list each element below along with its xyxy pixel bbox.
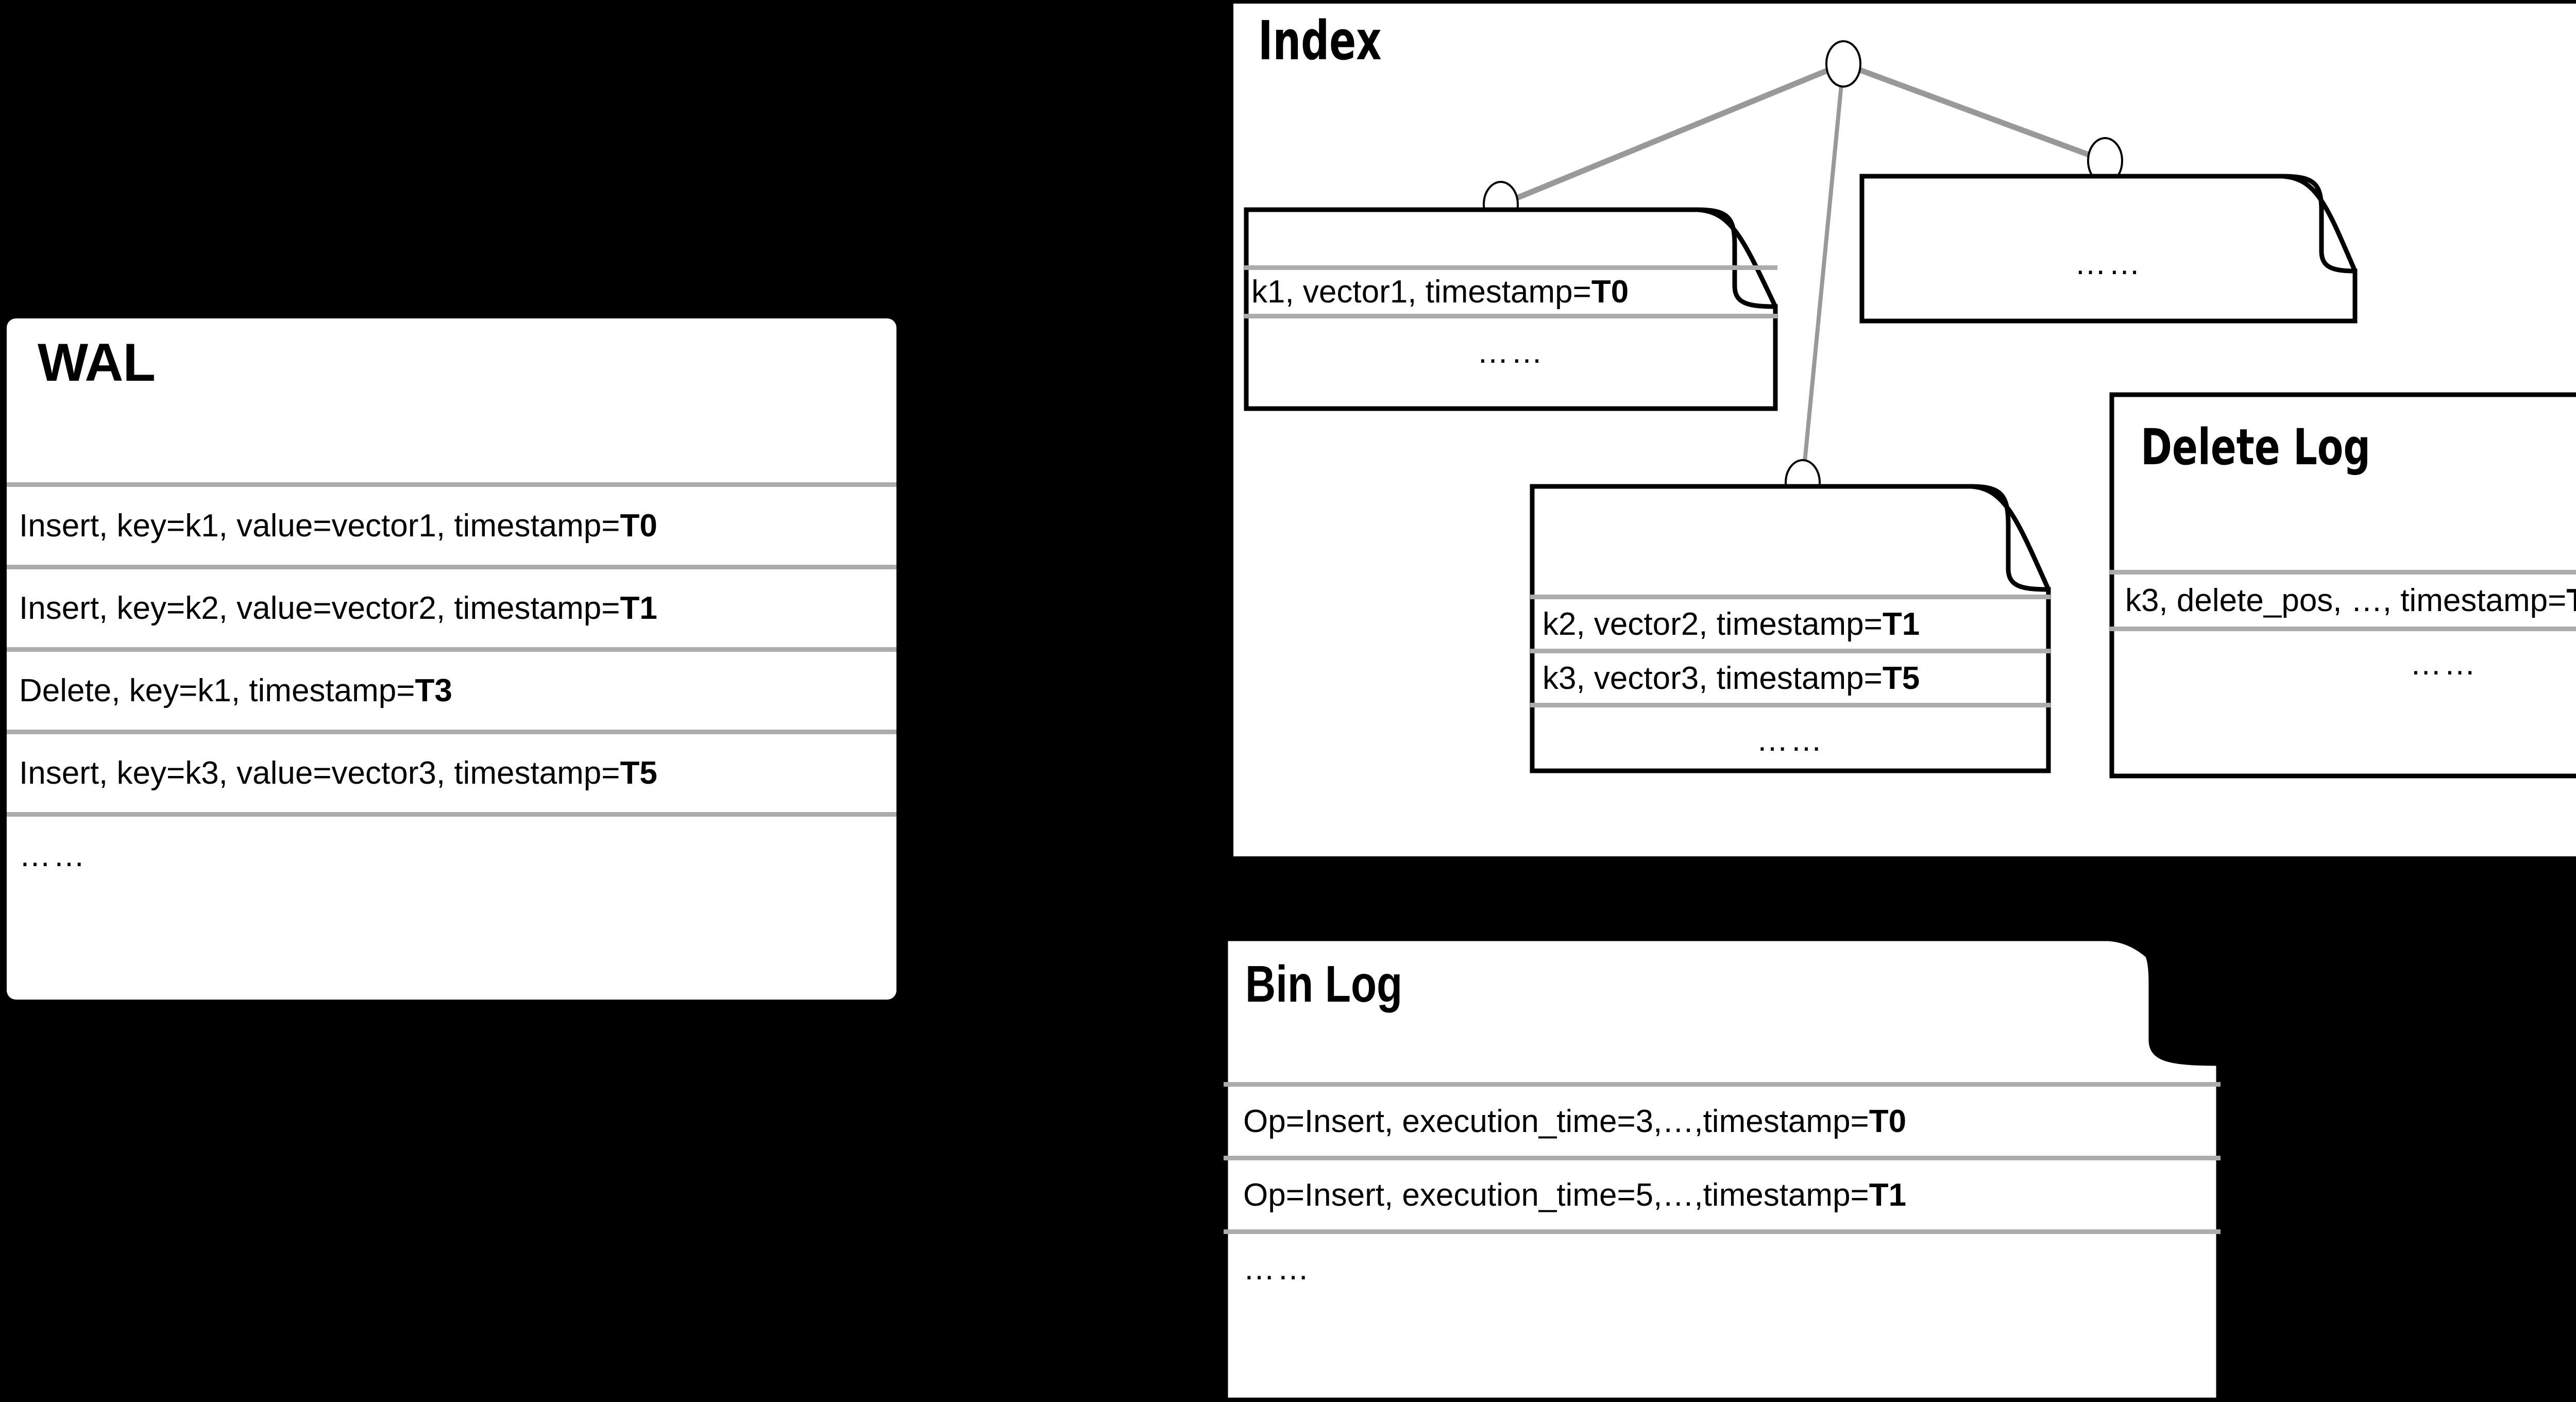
index-k2-row-text: k2, vector2, timestamp=: [1543, 606, 1883, 642]
delete-log-row-ellipsis: ……: [2110, 627, 2576, 696]
index-k2-row-text: ……: [1756, 722, 1824, 758]
tree-edge-center: [1801, 63, 1845, 483]
index-k1-row-text: ……: [1477, 334, 1545, 370]
index-k1-row-timestamp: T0: [1591, 274, 1629, 310]
folded-doc-outline: [2109, 392, 2576, 779]
wal-row: Delete, key=k1, timestamp=T3: [7, 647, 896, 730]
index-title: Index: [1258, 9, 1382, 72]
wal-row: Insert, key=k1, value=vector1, timestamp…: [7, 482, 896, 565]
index-segment-k1: k1, vector1, timestamp=T0 ……: [1244, 207, 1778, 411]
wal-title: WAL: [38, 333, 156, 393]
folded-doc-outline: [1859, 174, 2358, 324]
delete-log-row-timestamp: T3: [2566, 582, 2576, 619]
wal-row-timestamp: T1: [620, 590, 657, 626]
index-k2-row-timestamp: T5: [1882, 660, 1920, 696]
wal-row-text: Insert, key=k1, value=vector1, timestamp…: [19, 508, 620, 544]
wal-row-list: Insert, key=k1, value=vector1, timestamp…: [7, 482, 896, 894]
index-k2-row-list: k2, vector2, timestamp=T1 k3, vector3, t…: [1530, 595, 2050, 772]
folded-doc-outline: [1223, 936, 2221, 1402]
index-placeholder-ellipsis: ……: [2074, 246, 2143, 281]
wal-row-ellipsis: ……: [7, 812, 896, 894]
delete-log-row: k3, delete_pos, …, timestamp=T3: [2110, 570, 2576, 627]
tree-node-root[interactable]: [1825, 40, 1861, 88]
index-k1-row-ellipsis: ……: [1244, 314, 1777, 386]
bin-log-row-text: ……: [1243, 1251, 1311, 1287]
wal-row-text: Delete, key=k1, timestamp=: [19, 673, 415, 708]
bin-log-row-ellipsis: ……: [1224, 1229, 2221, 1303]
wal-row-timestamp: T0: [620, 508, 657, 544]
bin-log-row-text: Op=Insert, execution_time=5,…,timestamp=: [1243, 1177, 1869, 1213]
index-k2-row-timestamp: T1: [1882, 606, 1920, 642]
tree-edge-left: [1499, 61, 1845, 208]
delete-log-panel: Delete Log k3, delete_pos, …, timestamp=…: [2109, 392, 2576, 779]
bin-log-title: Bin Log: [1245, 955, 1403, 1013]
index-segment-placeholder: ……: [1859, 174, 2358, 324]
bin-log-panel: Bin Log Op=Insert, execution_time=3,…,ti…: [1223, 936, 2221, 1402]
wal-row: Insert, key=k3, value=vector3, timestamp…: [7, 730, 896, 812]
wal-row-text: ……: [19, 838, 87, 873]
bin-log-row-timestamp: T0: [1869, 1103, 1907, 1139]
wal-row: Insert, key=k2, value=vector2, timestamp…: [7, 565, 896, 647]
folded-doc-outline: [1530, 484, 2051, 773]
index-k2-row: k3, vector3, timestamp=T5: [1530, 649, 2050, 703]
index-k2-row-ellipsis: ……: [1530, 703, 2050, 772]
folded-doc-outline: [1244, 207, 1778, 411]
index-segment-k2: k2, vector2, timestamp=T1 k3, vector3, t…: [1530, 484, 2051, 773]
index-k1-row-text: k1, vector1, timestamp=: [1251, 274, 1591, 310]
bin-log-row-text: Op=Insert, execution_time=3,…,timestamp=: [1243, 1103, 1869, 1139]
bin-log-row: Op=Insert, execution_time=3,…,timestamp=…: [1224, 1082, 2221, 1156]
index-k2-row: k2, vector2, timestamp=T1: [1530, 595, 2050, 649]
index-k1-row: k1, vector1, timestamp=T0: [1244, 265, 1777, 314]
delete-log-row-list: k3, delete_pos, …, timestamp=T3 ……: [2110, 570, 2576, 696]
delete-log-row-text: k3, delete_pos, …, timestamp=: [2125, 583, 2567, 618]
bin-log-row-list: Op=Insert, execution_time=3,…,timestamp=…: [1224, 1082, 2221, 1303]
wal-row-timestamp: T5: [620, 755, 657, 791]
tree-edge-right: [1842, 61, 2106, 164]
wal-row-text: Insert, key=k2, value=vector2, timestamp…: [19, 590, 620, 626]
index-k1-row-list: k1, vector1, timestamp=T0 ……: [1244, 265, 1777, 386]
wal-panel: WAL Insert, key=k1, value=vector1, times…: [7, 318, 896, 1000]
delete-log-row-text: ……: [2410, 646, 2478, 682]
bin-log-row-timestamp: T1: [1869, 1177, 1907, 1213]
index-panel: Index k1, vector1, timestamp=T0 ……: [1233, 4, 2576, 856]
index-k2-row-text: k3, vector3, timestamp=: [1543, 660, 1883, 696]
wal-row-timestamp: T3: [415, 673, 452, 708]
bin-log-row: Op=Insert, execution_time=5,…,timestamp=…: [1224, 1156, 2221, 1229]
wal-row-text: Insert, key=k3, value=vector3, timestamp…: [19, 755, 620, 791]
delete-log-title: Delete Log: [2141, 418, 2370, 476]
tree-edges: [1499, 61, 2106, 483]
